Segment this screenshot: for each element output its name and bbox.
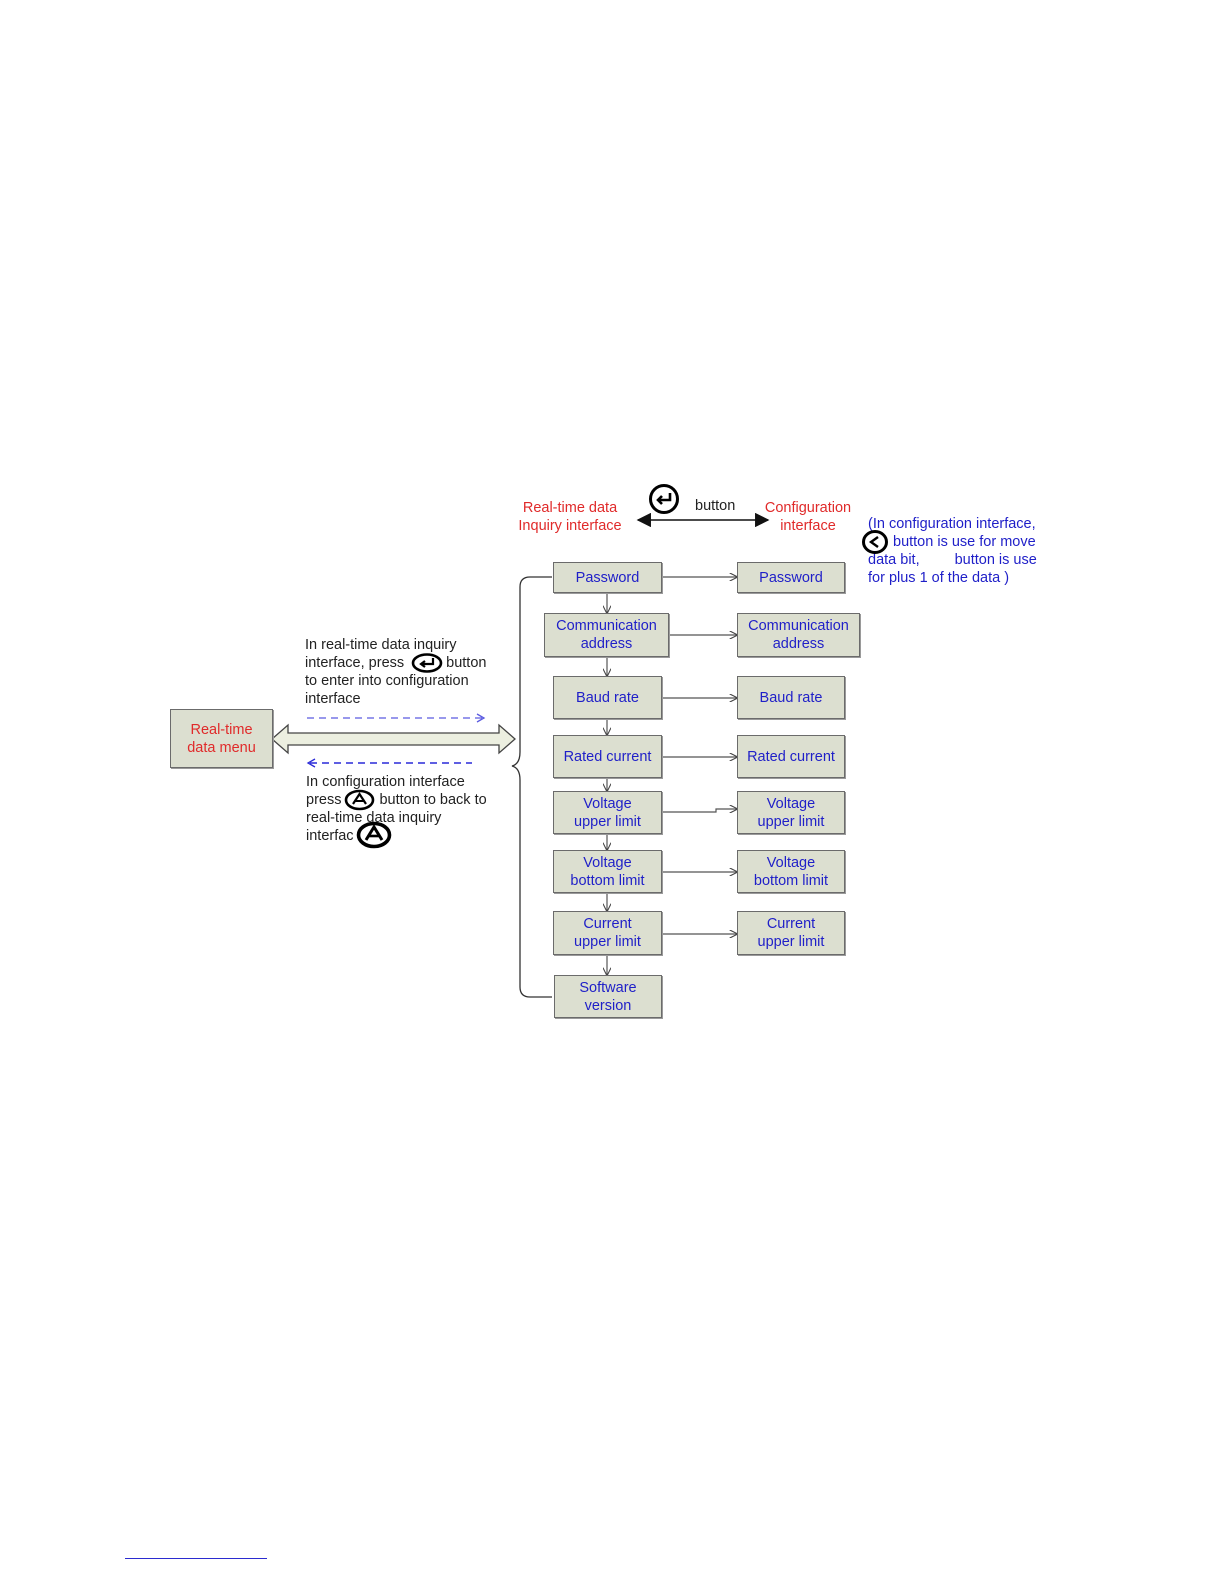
config-note-line1: (In configuration interface, [868,516,1036,532]
up-button-icon [356,821,392,849]
menu-left-current-upper-limit: Current upper limit [553,911,662,955]
enter-line2b: button [446,655,487,671]
footnote-rule [125,1558,267,1559]
config-note-line3b: button is use [954,552,1037,568]
up-button-icon [344,789,375,811]
menu-right-label: Rated current [747,748,835,765]
back-instruction: In configuration interface press button t… [306,773,487,845]
menu-right-current-upper-limit: Current upper limit [737,911,845,955]
enter-line2: interface, press button [305,654,486,672]
config-note-line4: for plus 1 of the data ) [868,570,1010,586]
enter-line4: interface [305,691,361,707]
enter-instruction: In real-time data inquiry interface, pre… [305,636,486,708]
horizontal-connectors [662,577,737,934]
realtime-data-menu-label: Real-time data menu [187,721,256,756]
menu-left-label: Rated current [563,748,652,765]
back-line1: In configuration interface [306,774,465,790]
menu-left-label: Software version [579,979,637,1014]
menu-left-voltage-upper-limit: Voltage upper limit [553,791,662,834]
back-line3: real-time data inquiry [306,810,442,826]
enter-line3: to enter into configuration [305,673,469,689]
menu-left-software-version: Software version [554,975,662,1018]
menu-left-label: Password [575,569,640,586]
menu-right-voltage-upper-limit: Voltage upper limit [737,791,845,834]
menu-left-label: Voltage upper limit [574,795,641,830]
header-right-label: Configuration interface [764,500,852,534]
menu-right-rated-current: Rated current [737,735,845,778]
config-note-line3: data bit, button is use [868,551,1037,569]
menu-left-label: Voltage bottom limit [570,854,645,889]
config-note-line3a: data bit, [868,552,920,568]
menu-right-voltage-bottom-limit: Voltage bottom limit [737,850,845,893]
menu-left-rated-current: Rated current [553,735,662,778]
menu-left-password: Password [553,562,662,593]
menu-left-baud-rate: Baud rate [553,676,662,719]
back-line2a: press [306,792,342,808]
left-button-icon [862,530,888,554]
menu-right-communication-address: Communication address [737,613,860,657]
menu-left-voltage-bottom-limit: Voltage bottom limit [553,850,662,893]
config-note: (In configuration interface, button is u… [868,515,1037,587]
back-line2b: button to back to [379,792,487,808]
menu-right-baud-rate: Baud rate [737,676,845,719]
enter-button-icon [411,653,443,673]
header-left-label: Real-time data Inquiry interface [518,500,622,534]
menu-left-label: Current upper limit [574,916,641,950]
menu-left-label: Communication address [556,618,657,652]
menu-right-password: Password [737,562,845,593]
config-note-line2: button is use for move [893,534,1036,550]
realtime-data-menu-box: Real-time data menu [170,709,273,768]
menu-left-label: Baud rate [576,689,639,706]
hollow-double-arrow [271,723,516,755]
back-line4: interfac [306,828,354,844]
menu-right-label: Baud rate [759,689,823,706]
menu-brace [511,576,552,998]
menu-left-communication-address: Communication address [544,613,669,657]
menu-right-label: Voltage upper limit [757,795,825,830]
menu-right-label: Current upper limit [757,916,825,950]
menu-right-label: Communication address [748,618,849,652]
enter-line1: In real-time data inquiry [305,637,457,653]
menu-right-label: Voltage bottom limit [753,854,829,889]
back-line2: press button to back to [306,791,487,809]
enter-line2a: interface, press [305,655,405,671]
header-button-word: button [695,498,736,514]
enter-button-icon [649,484,679,514]
menu-right-label: Password [759,569,823,586]
